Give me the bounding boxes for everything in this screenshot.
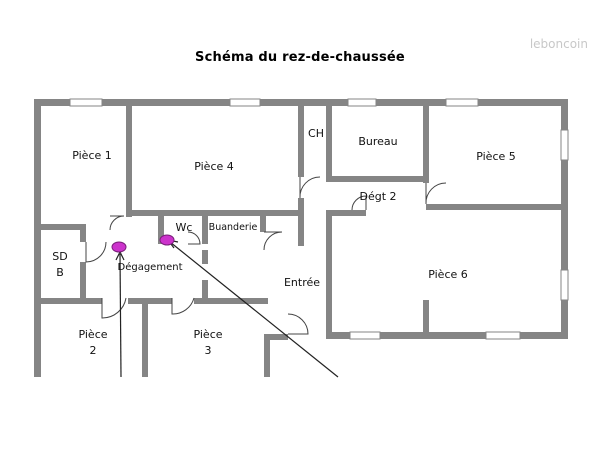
room-label-entree: Entrée xyxy=(283,276,321,289)
doors xyxy=(85,176,447,335)
room-label-piece2-line2: 2 xyxy=(89,344,97,357)
arrows xyxy=(115,239,339,378)
markers xyxy=(111,234,175,253)
room-label-ch: CH xyxy=(308,127,324,140)
walls xyxy=(34,99,568,377)
room-label-piece3-line2: 3 xyxy=(204,344,212,357)
room-label-piece6: Pièce 6 xyxy=(428,268,468,281)
room-label-sdb-line1: SD xyxy=(52,250,68,263)
room-label-piece1: Pièce 1 xyxy=(72,149,112,162)
room-label-wc: Wc xyxy=(175,221,193,234)
page-title: Schéma du rez-de-chaussée xyxy=(195,50,405,65)
room-label-piece2-line1: Pièce xyxy=(78,328,108,341)
room-label-degagement: Dégagement xyxy=(117,262,183,273)
room-label-degt2: Dégt 2 xyxy=(359,190,397,203)
wc-marker xyxy=(159,234,175,246)
arrow-to-degagement-marker xyxy=(119,253,122,378)
room-label-bureau: Bureau xyxy=(358,135,398,148)
arrow-to-wc-marker xyxy=(169,241,339,378)
watermark: leboncoin xyxy=(529,37,588,51)
room-label-piece3-line1: Pièce xyxy=(193,328,223,341)
floor-cut-line xyxy=(0,377,600,450)
degagement-marker xyxy=(111,241,127,253)
room-label-sdb-line2: B xyxy=(56,266,64,279)
room-label-piece5: Pièce 5 xyxy=(476,150,516,163)
room-label-piece4: Pièce 4 xyxy=(194,160,234,173)
windows xyxy=(69,98,569,340)
room-label-buanderie: Buanderie xyxy=(208,222,258,233)
